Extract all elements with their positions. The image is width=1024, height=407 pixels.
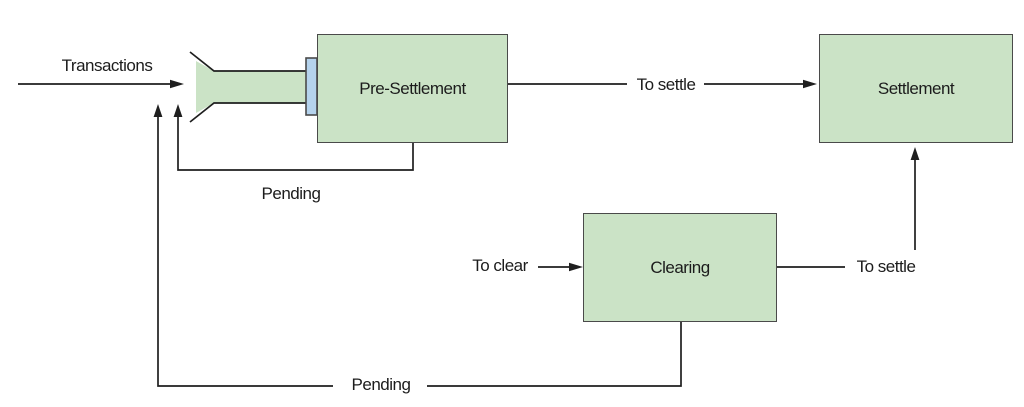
pending-loop-lower	[153, 104, 682, 387]
edge-label-to-clear: To clear	[468, 256, 532, 276]
to-clear-arrow	[538, 262, 583, 272]
node-settlement-label: Settlement	[877, 78, 955, 98]
to-settle-arrow-right	[777, 147, 920, 268]
node-pre-settlement-label: Pre-Settlement	[359, 78, 466, 98]
edge-label-pending-upper: Pending	[257, 184, 325, 204]
edge-label-pending-bottom: Pending	[347, 375, 415, 395]
funnel-inlet-connector	[305, 57, 318, 116]
node-pre-settlement: Pre-Settlement	[317, 34, 508, 143]
node-clearing-label: Clearing	[650, 257, 710, 277]
transactions-arrow	[18, 79, 184, 89]
edge-label-transactions: Transactions	[57, 56, 157, 76]
node-settlement: Settlement	[819, 34, 1013, 143]
to-settle-arrow-top	[508, 79, 817, 89]
funnel-shape	[189, 51, 306, 123]
edge-label-to-settle-top: To settle	[632, 75, 700, 95]
pending-loop-upper	[173, 104, 414, 171]
edge-label-to-settle-right: To settle	[852, 257, 920, 277]
node-clearing: Clearing	[583, 213, 777, 322]
